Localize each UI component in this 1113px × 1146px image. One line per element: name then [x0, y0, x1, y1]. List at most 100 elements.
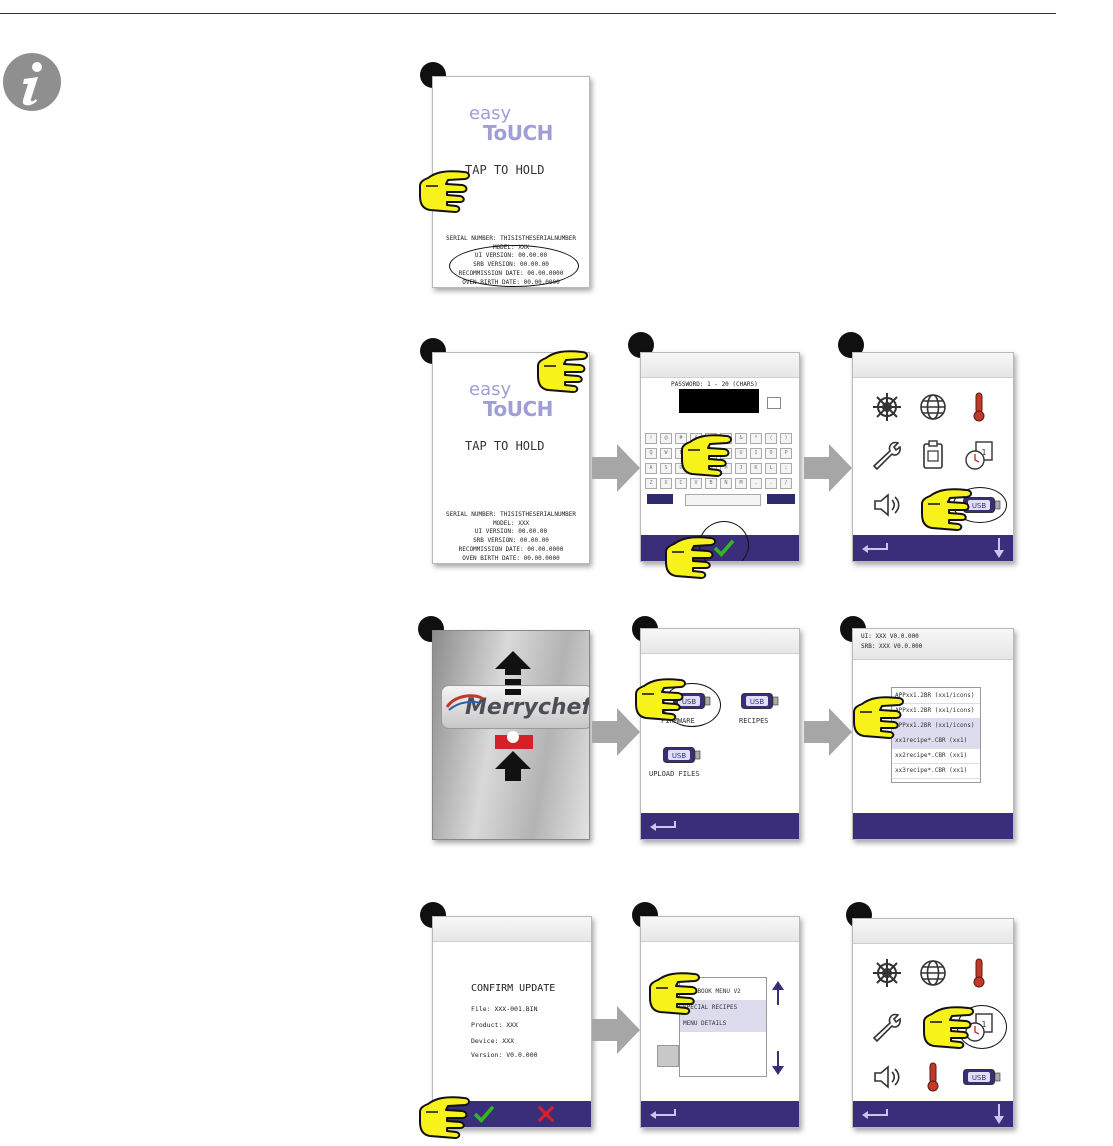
back-icon[interactable] — [647, 819, 677, 833]
space-key[interactable] — [685, 494, 761, 506]
keyboard-key[interactable]: & — [735, 433, 747, 444]
keyboard-key[interactable]: P — [780, 448, 792, 459]
top-bar — [853, 919, 1013, 944]
globe-icon[interactable] — [917, 957, 949, 989]
confirm-device: Device: XXX — [471, 1037, 515, 1045]
recipes-label[interactable]: RECIPES — [739, 717, 769, 725]
check-icon[interactable] — [473, 1105, 495, 1123]
serial-info: SERIAL NUMBER: THISISTHESERIALNUMBER MOD… — [433, 511, 589, 563]
list-item[interactable]: COOKBOOK MENU V2 — [683, 988, 741, 995]
serial-line: SERIAL NUMBER: THISISTHESERIALNUMBER — [445, 235, 577, 242]
keyboard-key[interactable]: W — [660, 448, 672, 459]
logo-easy: easy — [469, 379, 512, 400]
serial-line: MODEL: XXX — [492, 519, 530, 527]
usb-icon[interactable] — [963, 1069, 1001, 1085]
usb-menu-screen: FIRMWARE RECIPES UPLOAD FILES — [640, 628, 800, 840]
file-list: APPxx1.2BR (xx1/icons) APPxx1.2BR (xx1/i… — [891, 687, 981, 783]
bottom-bar — [853, 535, 1013, 561]
list-item[interactable]: MENU DETAILS — [680, 1016, 766, 1032]
wheel-icon[interactable] — [871, 391, 903, 423]
keyboard-key[interactable]: / — [780, 478, 792, 489]
clipboard-icon[interactable] — [917, 439, 949, 471]
keyboard-key[interactable]: B — [705, 478, 717, 489]
keyboard-key[interactable]: . — [765, 478, 777, 489]
bottom-bar — [641, 1101, 799, 1127]
enter-keys[interactable] — [767, 494, 795, 504]
arrow-right-icon — [592, 444, 640, 492]
keyboard-key[interactable]: S — [660, 463, 672, 474]
logo-easy: easy — [469, 103, 512, 124]
arrow-right-icon — [592, 1006, 640, 1054]
shift-keys[interactable] — [647, 494, 673, 504]
list-item[interactable]: SPECIAL RECIPES — [680, 1000, 766, 1016]
keyboard-key[interactable]: J — [735, 463, 747, 474]
keyboard-key[interactable]: ) — [780, 433, 792, 444]
up-arrow-icon — [495, 751, 531, 781]
confirm-product: Product: XXX — [471, 1021, 518, 1029]
top-bar — [853, 353, 1013, 378]
upload-files-label[interactable]: UPLOAD FILES — [649, 770, 700, 778]
keyboard-key[interactable]: Z — [645, 478, 657, 489]
tap-to-hold-text[interactable]: TAP TO HOLD — [465, 163, 545, 177]
keyboard-key[interactable]: ; — [780, 463, 792, 474]
keyboard-key[interactable]: # — [675, 433, 687, 444]
keyboard-key[interactable]: K — [750, 463, 762, 474]
keyboard-key[interactable]: O — [765, 448, 777, 459]
logo-touch: ToUCH — [483, 397, 553, 421]
pointing-hand-icon — [646, 966, 704, 1016]
speaker-icon[interactable] — [871, 489, 903, 521]
arrow-right-icon — [804, 444, 852, 492]
splash-screen-1: easy ToUCH TAP TO HOLD SERIAL NUMBER: TH… — [432, 76, 590, 288]
eraser-icon[interactable] — [767, 397, 781, 409]
usb-icon[interactable] — [741, 693, 779, 709]
keyboard-key[interactable]: U — [735, 448, 747, 459]
top-rule — [0, 13, 1056, 14]
keyboard-key[interactable]: V — [690, 478, 702, 489]
back-icon[interactable] — [859, 541, 889, 555]
keyboard-key[interactable]: * — [750, 433, 762, 444]
top-bar — [433, 917, 591, 942]
scroll-up-icon[interactable] — [771, 981, 785, 1005]
clock-calendar-icon[interactable] — [963, 439, 995, 471]
usb-port-slot — [507, 731, 519, 743]
list-item[interactable]: xx3recipe*.CBR (xx1) — [892, 763, 980, 779]
thermometer-icon[interactable] — [963, 957, 995, 989]
keyboard-key[interactable]: , — [750, 478, 762, 489]
wrench-icon[interactable] — [871, 439, 903, 471]
scroll-down-icon[interactable] — [771, 1051, 785, 1075]
thermometer-clock-icon[interactable] — [917, 1061, 949, 1093]
usb-icon[interactable] — [663, 747, 701, 763]
keyboard-key[interactable]: A — [645, 463, 657, 474]
down-arrow-icon[interactable] — [993, 538, 1005, 558]
keyboard-key[interactable]: ! — [645, 433, 657, 444]
list-item[interactable]: xx1recipe*.CBR (xx1) — [892, 733, 980, 749]
back-icon[interactable] — [647, 1107, 677, 1121]
keyboard-key[interactable]: C — [675, 478, 687, 489]
serial-line: SRB VERSION: 00.00.00 — [473, 537, 549, 545]
top-bar — [853, 629, 1013, 660]
wrench-icon[interactable] — [871, 1011, 903, 1043]
list-item[interactable]: APPxx1.2BR (xx1/icons) — [892, 688, 980, 704]
tap-to-hold-text[interactable]: TAP TO HOLD — [465, 439, 545, 453]
keyboard-key[interactable]: L — [765, 463, 777, 474]
keyboard-key[interactable]: M — [735, 478, 747, 489]
keyboard-key[interactable]: I — [750, 448, 762, 459]
serial-line: SERIAL NUMBER: THISISTHESERIALNUMBER — [445, 511, 577, 518]
speaker-icon[interactable] — [871, 1061, 903, 1093]
wheel-icon[interactable] — [871, 957, 903, 989]
keyboard-key[interactable]: N — [720, 478, 732, 489]
keyboard-key[interactable]: X — [660, 478, 672, 489]
thermometer-icon[interactable] — [963, 391, 995, 423]
cross-icon[interactable] — [537, 1105, 555, 1123]
keyboard-key[interactable]: @ — [660, 433, 672, 444]
side-tab-icon[interactable] — [657, 1045, 679, 1067]
password-input[interactable] — [679, 389, 759, 413]
keyboard-key[interactable]: Q — [645, 448, 657, 459]
brand-swoosh-icon — [445, 694, 484, 711]
down-arrow-icon[interactable] — [993, 1104, 1005, 1124]
serial-line: OVEN BIRTH DATE: 00.00.0000 — [462, 554, 560, 562]
list-item[interactable]: xx2recipe*.CBR (xx1) — [892, 748, 980, 764]
globe-icon[interactable] — [917, 391, 949, 423]
keyboard-key[interactable]: ( — [765, 433, 777, 444]
back-icon[interactable] — [859, 1107, 889, 1121]
